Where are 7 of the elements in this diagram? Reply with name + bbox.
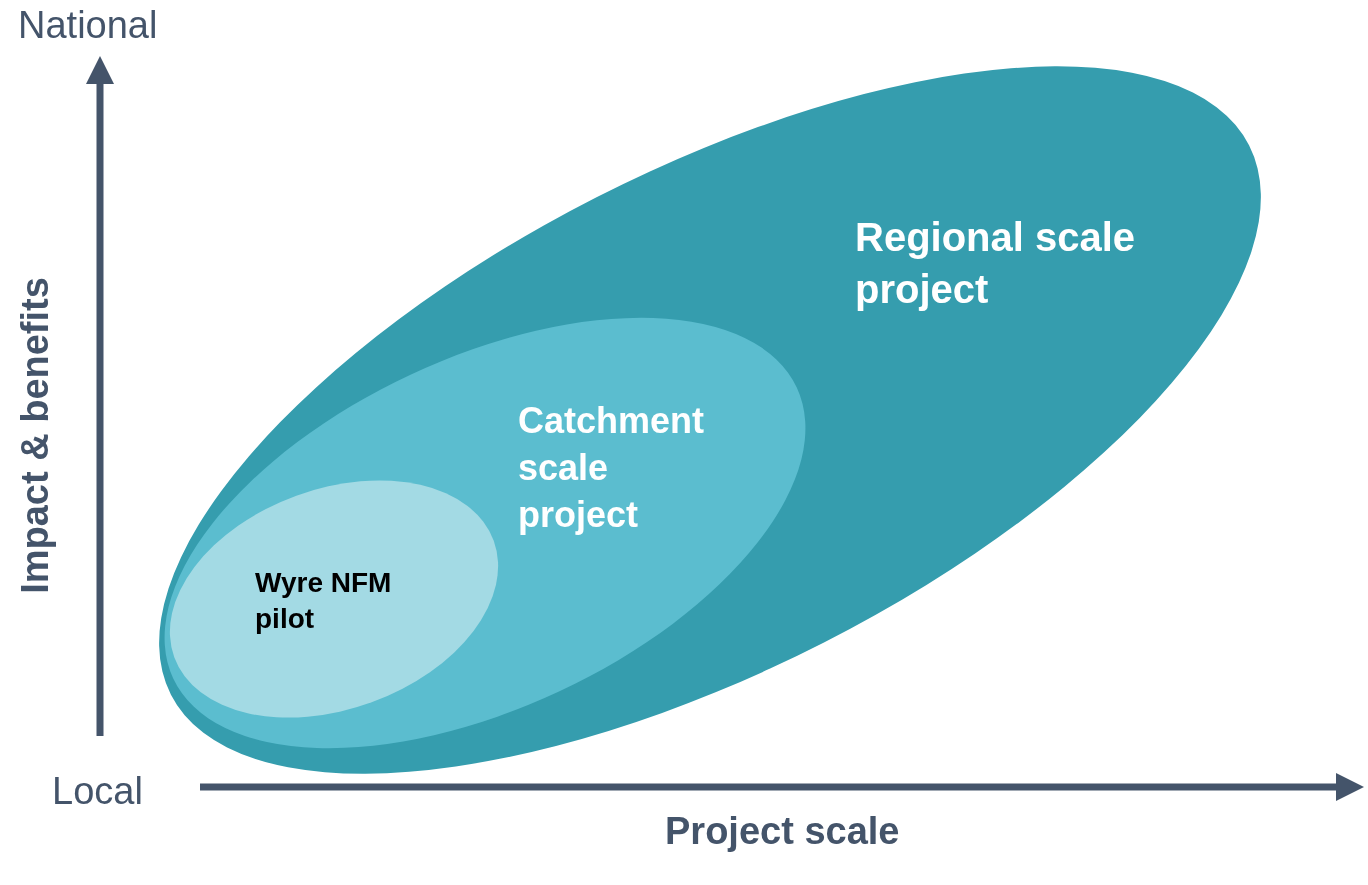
axis-title: Impact & benefits [13,276,57,594]
axis-end-label: Local [52,770,143,813]
axis-end-label: National [18,4,158,47]
region-label: Regional scale project [855,214,1137,313]
axis-title: Project scale [665,810,900,853]
region-label: Catchment scale project [518,399,706,537]
region-label: Wyre NFM pilot [255,566,393,637]
